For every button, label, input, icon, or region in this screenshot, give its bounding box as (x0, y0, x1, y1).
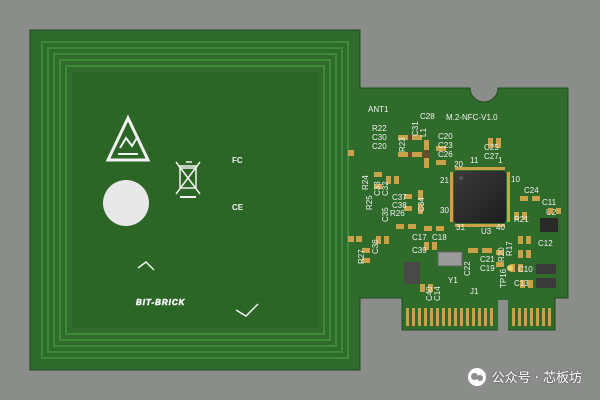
ref-label: L1 (419, 128, 428, 137)
board-name: M.2-NFC-V1.0 (446, 113, 498, 122)
weee-recycle-bin-icon (175, 161, 201, 198)
ref-label: C38 (392, 201, 407, 210)
pin-number: 21 (440, 176, 449, 185)
mounting-notch (478, 82, 490, 94)
ref-label: R20 (497, 247, 506, 262)
m2-edge-connector (406, 308, 551, 326)
testpoint-label: TP16 (499, 268, 508, 288)
antenna-label: ANT1 (368, 105, 389, 114)
ref-label: C31 (411, 121, 420, 136)
brand-logo-text: BIT-BRICK (136, 298, 186, 307)
ref-label: C28 (420, 112, 435, 121)
ref-label: C34 (417, 197, 426, 212)
ref-label: C20 (372, 142, 387, 151)
ref-label: R23 (398, 137, 407, 152)
ref-label: R27 (357, 249, 366, 264)
connector-key-notch (498, 300, 508, 332)
ref-label: C12 (538, 239, 553, 248)
ref-label: C30 (372, 133, 387, 142)
watermark-text: 公众号 · 芯板坊 (491, 371, 582, 386)
ref-label: C22 (463, 261, 472, 276)
ref-label: C10 (518, 265, 533, 274)
ref-label: C23 (438, 141, 453, 150)
ref-label: C35 (381, 207, 390, 222)
connector-label: J1 (470, 287, 479, 296)
inductor-block (404, 262, 420, 284)
pin-number: 10 (511, 175, 520, 184)
ref-label: R25 (365, 195, 374, 210)
watermark: 公众号 · 芯板坊 (467, 367, 582, 386)
ref-label: R17 (505, 241, 514, 256)
ref-label: C24 (524, 186, 539, 195)
pin-number: 40 (496, 223, 505, 232)
ref-label: C26 (438, 150, 453, 159)
ref-label: C17 (412, 233, 427, 242)
ref-label: C32 (381, 181, 390, 196)
esd-warning-icon (105, 114, 151, 162)
ref-label: C14 (433, 286, 442, 301)
pin-number: 20 (454, 160, 463, 169)
ref-label: R21 (514, 215, 529, 224)
capacitor-block (536, 278, 556, 288)
chip-u3-label: U3 (481, 227, 492, 236)
crystal-y1 (437, 251, 463, 267)
nfc-controller-chip (450, 167, 510, 227)
white-circle-label (103, 180, 149, 226)
antenna-edge-pads (348, 150, 362, 242)
ref-label: C27 (484, 152, 499, 161)
ref-label: C13 (514, 279, 529, 288)
ref-label: C21 (480, 255, 495, 264)
ref-label: C11 (542, 198, 557, 207)
ref-label: C19 (480, 264, 495, 273)
fcc-logo: FC (232, 156, 243, 165)
crystal-label: Y1 (448, 276, 458, 285)
ref-label: R26 (390, 209, 405, 218)
pin-number: 11 (470, 156, 479, 165)
chip-u2 (540, 218, 558, 232)
ref-label: C36 (371, 239, 380, 254)
bit-brick-logo: BIT-BRICK (136, 261, 259, 317)
ref-label: R24 (361, 175, 370, 190)
nfc-antenna-coil (41, 41, 349, 359)
ref-label: R22 (372, 124, 387, 133)
wechat-icon (467, 367, 486, 386)
ref-label: C18 (432, 233, 447, 242)
ref-label: C25 (484, 143, 499, 152)
ce-logo: CE (232, 203, 244, 212)
pin-number: 1 (498, 156, 503, 165)
ref-label: C20 (438, 132, 453, 141)
smd-components (362, 135, 561, 292)
pin-number: 31 (456, 223, 465, 232)
ref-label: C33 (373, 181, 382, 196)
component-reference-labels: C28 C31 R22 C30 C20 C20 C23 C26 C25 C27 … (357, 112, 557, 301)
pin-number: 30 (440, 206, 449, 215)
capacitor-block (536, 264, 556, 274)
ref-label: C40 (425, 286, 434, 301)
ref-label: C37 (392, 193, 407, 202)
ref-label: C39 (412, 246, 427, 255)
